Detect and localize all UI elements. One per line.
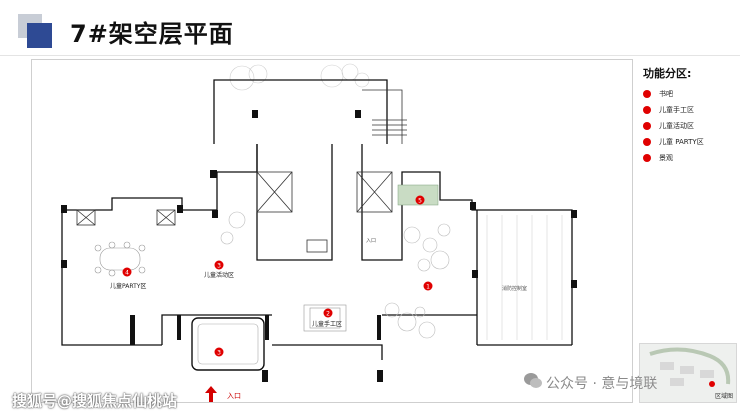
- page-title: 7#架空层平面: [70, 20, 234, 48]
- legend-marker: [643, 138, 651, 146]
- label-activity-zone: 儿童活动区: [204, 271, 234, 279]
- legend-label: 儿童手工区: [659, 106, 694, 114]
- legend-marker: [643, 122, 651, 130]
- soft-play-inner: [197, 323, 259, 365]
- structural-columns: [61, 110, 577, 382]
- marker-zone-1-label: 1: [426, 284, 430, 291]
- marker-zone-1: [423, 281, 433, 291]
- legend-marker: [643, 154, 651, 162]
- handcraft-table: [303, 304, 347, 332]
- legend-label: 儿童活动区: [659, 122, 694, 130]
- marker-zone-2-label: 2: [326, 311, 330, 318]
- legend-label: 儿童 PARTY区: [659, 138, 704, 146]
- wechat-icon: [524, 373, 542, 388]
- zone-markers: 1 2 3 3 4 5: [122, 195, 433, 357]
- location-map-drawing: [649, 347, 731, 387]
- location-map-thumbnail: 区域图: [639, 343, 737, 403]
- watermark-wechat-account: 公众号 · 意与境联: [546, 376, 658, 392]
- outer-walls: [61, 79, 573, 360]
- legend-label: 景观: [659, 154, 673, 162]
- label-inner-entrance: 入口: [366, 238, 376, 244]
- marker-zone-3a-label: 3: [217, 263, 221, 270]
- landscape-planter: [397, 184, 439, 206]
- legend-marker: [643, 90, 651, 98]
- marker-zone-2: [323, 308, 333, 318]
- floor-plan-drawing: 儿童PARTY区 儿童活动区 儿童手工区 消防控制室 入口 1 2 3 3 4 …: [61, 63, 577, 382]
- marker-zone-5: [415, 195, 425, 205]
- stair-lift-cores: [76, 89, 407, 253]
- entry-canopy-texture: [229, 63, 370, 91]
- seating-circles: [220, 211, 451, 339]
- label-handcraft-zone: 儿童手工区: [312, 320, 342, 328]
- logo-mark-front: [27, 23, 52, 48]
- label-party-zone: 儿童PARTY区: [110, 282, 146, 290]
- location-map-label: 区域图: [714, 393, 733, 400]
- marker-zone-3b-label: 3: [217, 350, 221, 357]
- soft-play-zone: [191, 317, 265, 371]
- entrance-label: 入口: [227, 392, 241, 400]
- marker-zone-3a: [214, 260, 224, 270]
- party-table: [94, 241, 146, 277]
- marker-zone-4-label: 4: [125, 270, 129, 277]
- entrance-arrow-icon: [205, 386, 217, 402]
- marker-zone-5-label: 5: [418, 198, 422, 205]
- legend-marker: [643, 106, 651, 114]
- label-fire-control-room: 消防控制室: [502, 285, 527, 292]
- watermark-sohu: 搜狐号@搜狐焦点仙桃站: [12, 392, 178, 410]
- marker-zone-3b: [214, 347, 224, 357]
- title-divider: [0, 55, 740, 56]
- fire-control-room-grid: [486, 215, 563, 340]
- floor-plan: 儿童PARTY区 儿童活动区 儿童手工区 消防控制室 入口 1 2 3 3 4 …: [31, 59, 633, 403]
- legend-label: 书吧: [659, 90, 673, 98]
- legend-title: 功能分区:: [643, 67, 692, 80]
- title-bar: 7#架空层平面: [0, 0, 740, 56]
- marker-zone-4: [122, 267, 132, 277]
